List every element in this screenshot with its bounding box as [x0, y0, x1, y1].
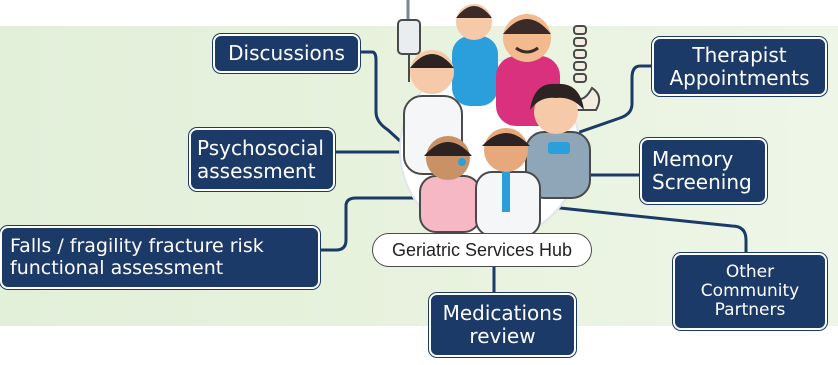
nurse-top-figure	[452, 4, 498, 106]
therapist-line-2: Appointments	[669, 65, 810, 90]
falls-line-1: Falls / fragility fracture risk	[10, 234, 264, 257]
memory-screening-node: Memory Screening	[640, 138, 767, 204]
community-line-2: Community	[700, 281, 800, 302]
hub-label: Geriatric Services Hub	[372, 233, 592, 267]
memory-line-1: Memory	[652, 147, 734, 171]
discussions-text: Discussions	[228, 41, 345, 65]
connector-falls	[318, 196, 426, 252]
falls-line-2: functional assessment	[10, 256, 224, 279]
nurse-right-figure	[525, 83, 591, 199]
discussions-node: Discussions	[213, 34, 360, 73]
hub-label-text: Geriatric Services Hub	[391, 239, 573, 260]
psychosocial-line-1: Psychosocial	[197, 135, 324, 160]
psychosocial-line-2: assessment	[197, 158, 316, 183]
memory-line-2: Screening	[652, 170, 752, 194]
doctor-center-figure	[475, 128, 541, 237]
psychosocial-assessment-node: Psychosocial assessment	[189, 128, 335, 191]
medications-review-node: Medications review	[429, 293, 576, 357]
therapist-appointments-node: Therapist Appointments	[652, 37, 827, 96]
community-line-1: Other	[725, 262, 775, 283]
therapist-line-1: Therapist	[692, 42, 787, 67]
medications-line-2: review	[469, 324, 536, 348]
connector-therapist	[572, 64, 654, 136]
community-line-3: Partners	[714, 299, 786, 320]
falls-assessment-node: Falls / fragility fracture risk function…	[0, 226, 320, 289]
iv-drip-icon	[397, 0, 421, 82]
connector-discussions	[358, 50, 412, 152]
connector-community	[558, 206, 748, 256]
receptionist-figure	[419, 136, 481, 233]
community-partners-node: Other Community Partners	[673, 253, 827, 330]
medications-line-1: Medications	[442, 301, 563, 325]
